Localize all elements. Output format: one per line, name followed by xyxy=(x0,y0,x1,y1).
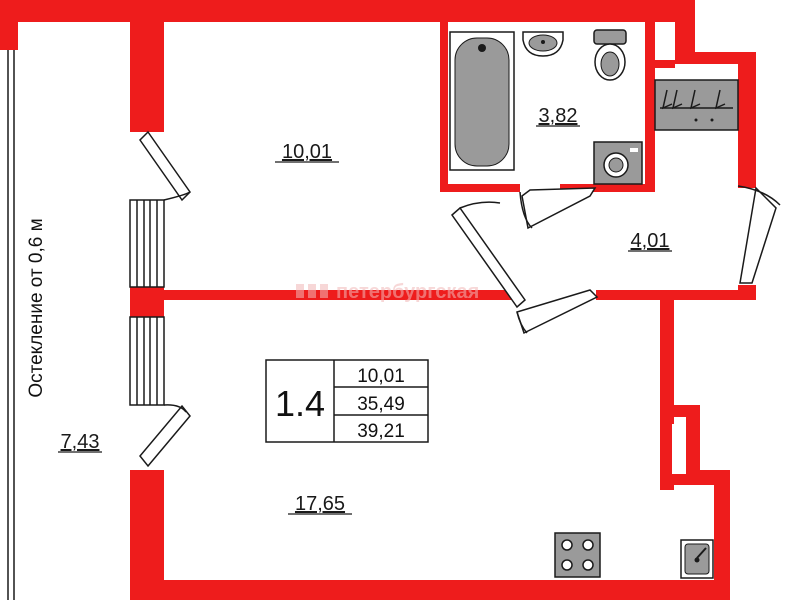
wall-bath-right xyxy=(645,22,655,192)
loggia-glazing xyxy=(7,50,15,600)
wall-right-step xyxy=(655,60,675,68)
wall-right-lower-stub xyxy=(738,285,756,300)
bedroom-area: 10,01 xyxy=(282,141,332,163)
wall-kitchen-niche-box xyxy=(686,405,700,480)
apartment-code: 1.4 xyxy=(275,383,325,424)
doors xyxy=(139,130,781,468)
window-lower xyxy=(129,316,165,406)
wall-bedroom-kitchen xyxy=(164,290,514,300)
door-bathroom xyxy=(521,187,597,230)
wall-top xyxy=(0,0,695,22)
wall-bath-bottom-right xyxy=(560,184,655,192)
door-kitchen xyxy=(516,289,599,335)
hallway-area: 4,01 xyxy=(631,230,670,252)
wall-divider-lower xyxy=(130,470,164,600)
wall-right-column xyxy=(738,60,756,188)
wardrobe-hangers-icon xyxy=(654,79,739,131)
bathtub-icon xyxy=(449,31,515,171)
wall-right-upper xyxy=(675,0,695,60)
watermark-text: петербургская xyxy=(336,281,479,303)
door-bedroom xyxy=(450,206,527,309)
toilet-icon xyxy=(593,29,627,81)
kitchen-living-area: 17,65 xyxy=(295,493,345,515)
wall-divider-middle xyxy=(130,287,164,317)
legend-total-with-loggia: 39,21 xyxy=(357,421,405,442)
door-entrance xyxy=(739,186,777,284)
wall-bath-bottom-left xyxy=(440,184,520,192)
area-legend: 1.4 10,01 35,49 39,21 xyxy=(265,359,429,443)
bathroom-area: 3,82 xyxy=(539,105,578,127)
washing-machine-icon xyxy=(593,141,643,185)
kitchen-sink-icon xyxy=(680,539,714,579)
window-upper xyxy=(129,199,165,288)
wall-divider-upper xyxy=(130,22,164,132)
sink-icon xyxy=(522,31,564,57)
kitchen-niche xyxy=(672,424,686,474)
wall-kitchen-niche xyxy=(660,405,672,480)
watermark: петербургская xyxy=(296,281,479,303)
area-underlines xyxy=(58,125,672,515)
wall-top-left-stub xyxy=(0,22,18,50)
wall-bottom xyxy=(130,580,730,600)
loggia-area: 7,43 xyxy=(61,431,100,453)
wall-kitchen-right-lower xyxy=(714,470,730,600)
wall-bath-left xyxy=(440,22,448,192)
legend-living-area: 10,01 xyxy=(357,366,405,387)
door-bedroom-balcony xyxy=(139,130,191,202)
wall-hall-bottom xyxy=(596,290,756,300)
stove-icon xyxy=(554,532,601,578)
glazing-note: Остекление от 0,6 м xyxy=(26,218,47,397)
wall-right-connector xyxy=(675,52,756,64)
wall-kitchen-lower-right xyxy=(660,470,720,485)
door-kitchen-balcony xyxy=(139,404,191,468)
legend-total-area: 35,49 xyxy=(357,394,405,415)
walls xyxy=(0,0,756,600)
